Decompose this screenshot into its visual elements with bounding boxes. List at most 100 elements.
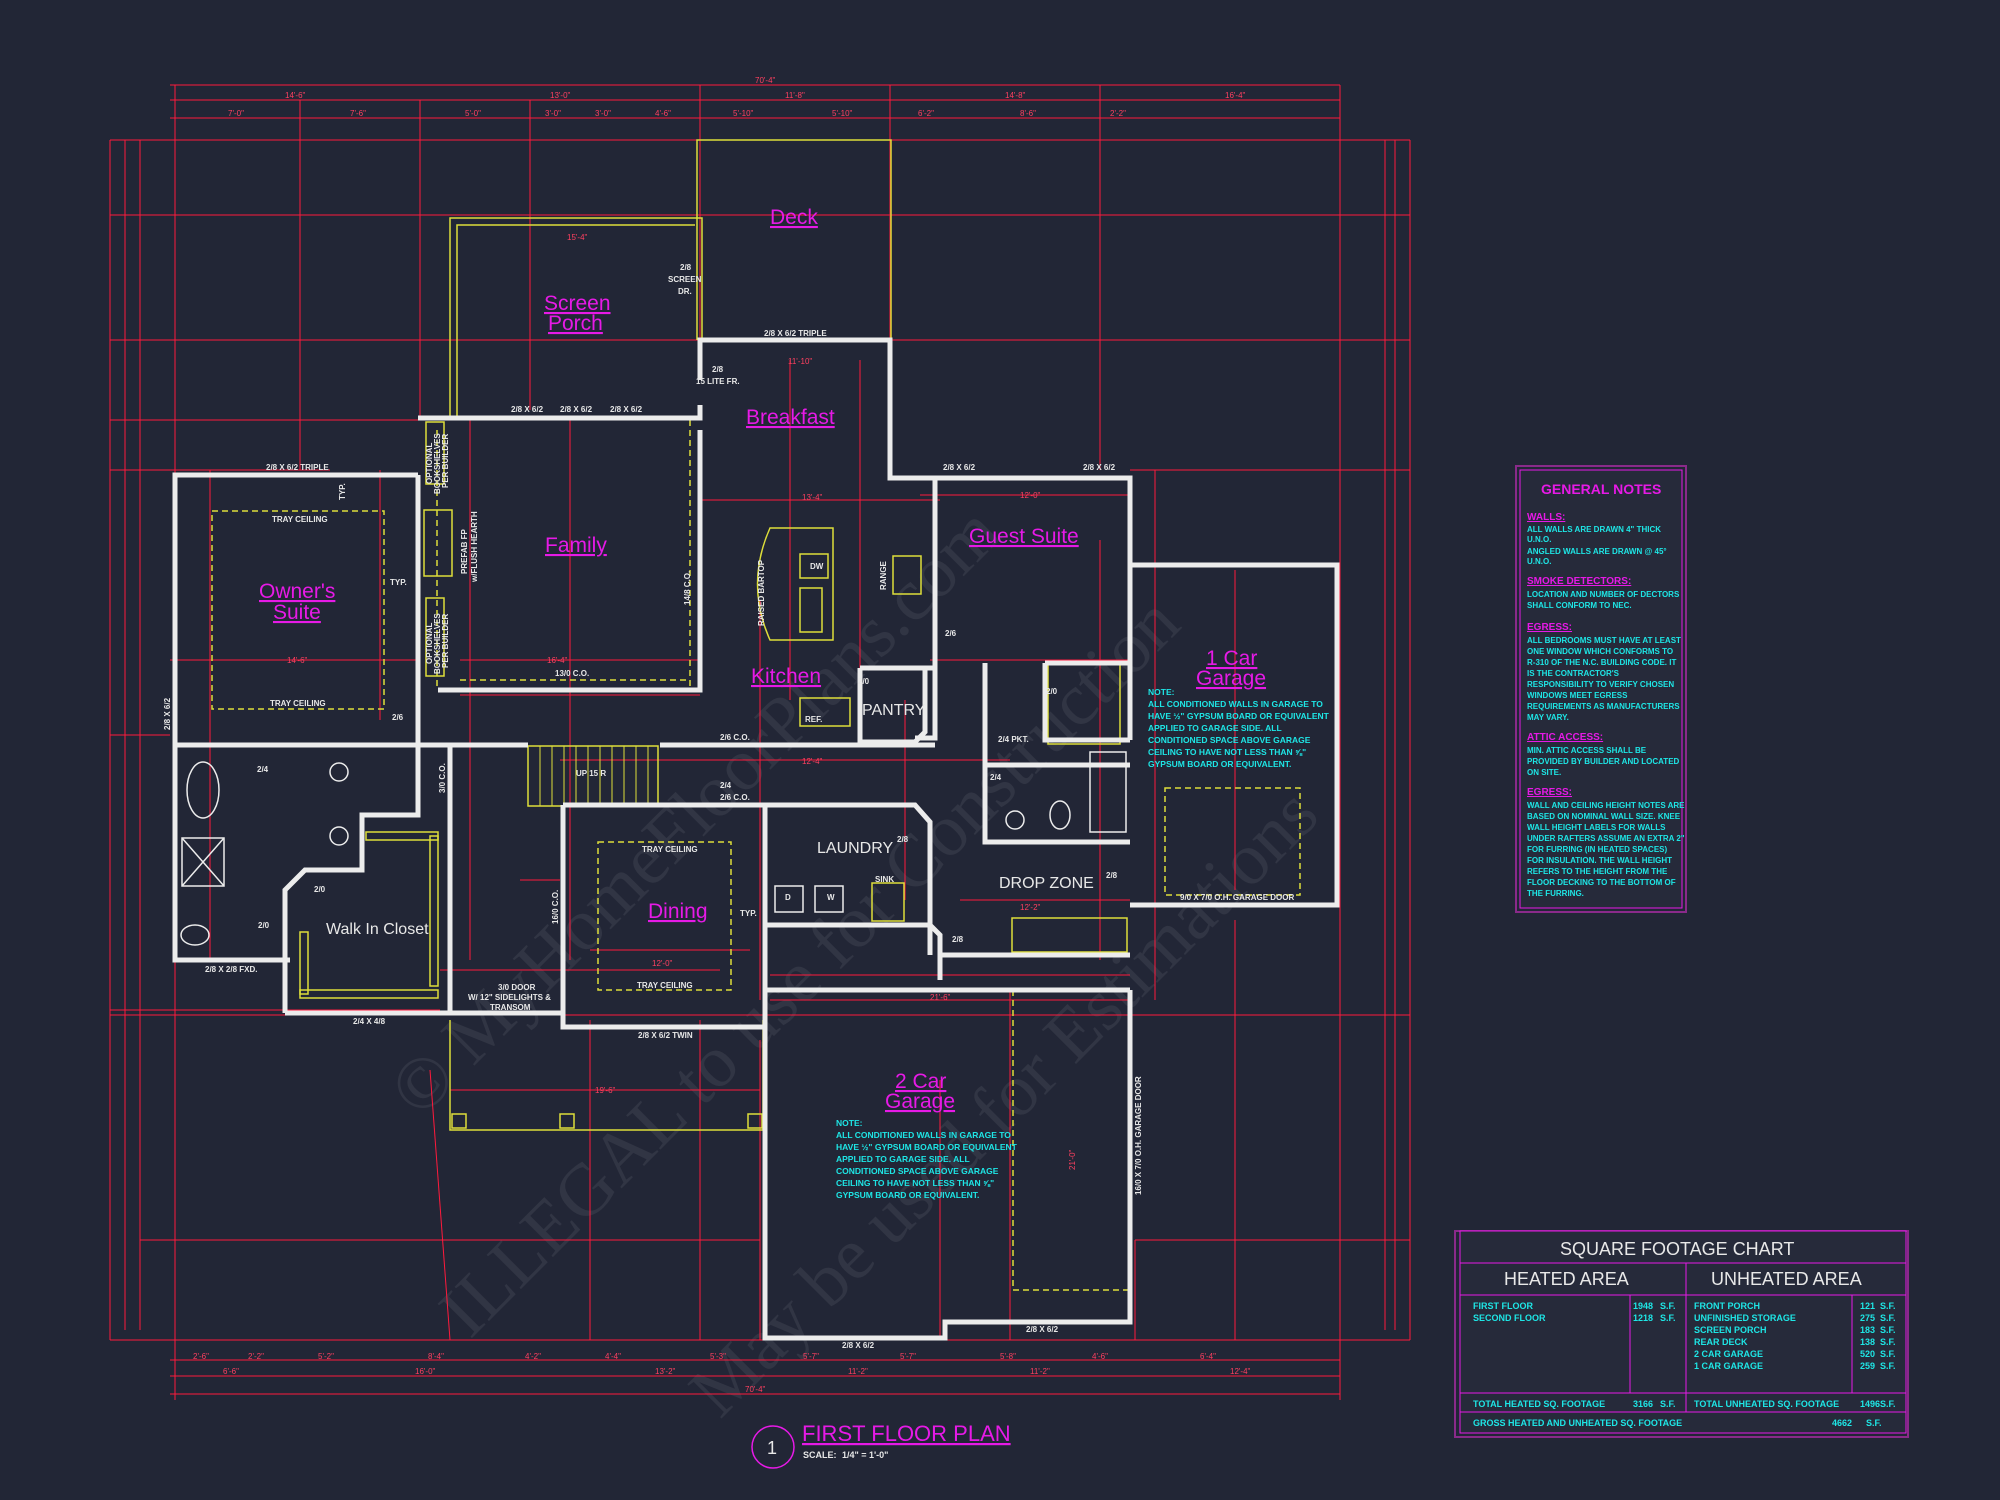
closet-window: 2/4 X 4/8	[353, 1017, 386, 1026]
front-door-2: W/ 12" SIDELIGHTS &	[468, 993, 551, 1002]
unheated-row-2-label: UNFINISHED STORAGE	[1694, 1313, 1796, 1323]
guest-tub	[1089, 751, 1127, 833]
ref-label: REF.	[805, 715, 822, 724]
room-labels: Deck Screen Porch Breakfast Family Owner…	[259, 206, 1266, 1113]
dim-family: 16'-4"	[547, 656, 568, 665]
co-148: 14/8 C.O.	[683, 571, 692, 605]
dim-owners: 14'-6"	[287, 656, 308, 665]
unheated-row-1-label: FRONT PORCH	[1694, 1301, 1760, 1311]
garage2-door-label: 16/0 X 7/0 O.H. GARAGE DOOR	[1134, 1076, 1143, 1195]
bookshelves-lower	[425, 597, 445, 677]
drawing-number-circle	[751, 1425, 795, 1469]
room-label-garage2-2: Garage	[885, 1090, 955, 1113]
bottom-dim-2-1: 2'-6"	[193, 1352, 209, 1361]
tray-ceiling-dining-top: TRAY CEILING	[642, 845, 698, 854]
family-window-1: 2/8 X 6/2	[511, 405, 544, 414]
total-heated-label: TOTAL HEATED SQ. FOOTAGE	[1473, 1399, 1605, 1409]
bottom-dim-2-2: 2'-2"	[248, 1352, 264, 1361]
garage1-note-line-2: HAVE ½" GYPSUM BOARD OR EQUIVALENT	[1148, 711, 1330, 721]
gn-s1-line-4: U.N.O.	[1527, 557, 1551, 566]
heated-row-1-label: FIRST FLOOR	[1473, 1301, 1533, 1311]
guest-suite-walls	[932, 475, 1133, 740]
gn-section-4-head: ATTIC ACCESS:	[1527, 732, 1603, 743]
top-dim-2: 13'-0"	[550, 91, 571, 100]
gn-s2-line-1: LOCATION AND NUMBER OF DECTORS	[1527, 590, 1680, 599]
unheated-row-4-unit: S.F.	[1880, 1337, 1896, 1347]
gn-s5-line-8: FLOOR DECKING TO THE BOTTOM OF	[1527, 878, 1676, 887]
garage1-note: NOTE: ALL CONDITIONED WALLS IN GARAGE TO…	[1148, 687, 1330, 769]
gn-section-1-head: WALLS:	[1527, 512, 1565, 523]
fireplace-label-2: w/FLUSH HEARTH	[470, 511, 479, 583]
door-20-pantry: 2/0	[858, 677, 870, 686]
owners-window-side: 2/8 X 6/2	[163, 697, 172, 730]
room-label-family: Family	[545, 534, 607, 557]
fireplace-label-1: PREFAB FP	[460, 528, 469, 574]
dryer-label: D	[785, 893, 791, 902]
watermark: © MyHomeFloorPlans.com ILLEGAL to use fo…	[374, 491, 1334, 1432]
bottom-dim-6: 12'-4"	[1230, 1367, 1251, 1376]
unheated-area-header: UNHEATED AREA	[1711, 1269, 1862, 1289]
dining-walls	[560, 805, 765, 1030]
room-label-pantry: PANTRY	[862, 702, 926, 719]
gross-label: GROSS HEATED AND UNHEATED SQ. FOOTAGE	[1473, 1418, 1682, 1428]
top-dim-row2-2: 7'-6"	[350, 109, 366, 118]
garage2-storage	[1012, 989, 1132, 1291]
guest-window-2: 2/8 X 6/2	[1083, 463, 1116, 472]
bookshelf-upper-3: PER BUILDER	[441, 434, 450, 488]
tray-ceiling-owners-bottom: TRAY CEILING	[270, 699, 326, 708]
unheated-row-5-value: 520	[1860, 1349, 1875, 1359]
garage1-note-line-5: CEILING TO HAVE NOT LESS THAN ⅝"	[1148, 747, 1306, 757]
bottom-dim-2-6: 4'-4"	[605, 1352, 621, 1361]
garage1-note-line-4: CONDITIONED SPACE ABOVE GARAGE	[1148, 735, 1311, 745]
heated-row-2-label: SECOND FLOOR	[1473, 1313, 1546, 1323]
closet-shelf-right	[429, 835, 439, 987]
gn-s1-line-1: ALL WALLS ARE DRAWN 4" THICK	[1527, 525, 1661, 534]
unheated-row-6-value: 259	[1860, 1361, 1875, 1371]
room-label-guest-suite: Guest Suite	[969, 525, 1079, 548]
co-26: 2/6 C.O.	[720, 793, 750, 802]
door-28-laundry: 2/8	[897, 835, 909, 844]
bookshelf-lower-3: PER BUILDER	[441, 614, 450, 668]
unheated-row-2-unit: S.F.	[1880, 1313, 1896, 1323]
gn-s4-line-1: MIN. ATTIC ACCESS SHALL BE	[1527, 746, 1647, 755]
total-heated-value: 3166	[1633, 1399, 1653, 1409]
room-label-deck: Deck	[770, 206, 818, 229]
dim-dining: 12'-0"	[652, 959, 673, 968]
room-dimensions: 15'-4" 14'-6" 16'-4" 11'-10" 13'-4" 12'-…	[287, 233, 1077, 1170]
bookshelf-lower-2: BOOKSHELVES	[433, 613, 442, 674]
garage2-note-line-1: ALL CONDITIONED WALLS IN GARAGE TO	[836, 1130, 1011, 1140]
garage2-note-line-2: HAVE ½" GYPSUM BOARD OR EQUIVALENT	[836, 1142, 1018, 1152]
front-door-1: 3/0 DOOR	[498, 983, 536, 992]
garage-window-1: 2/8 X 6/2	[842, 1341, 875, 1350]
top-dim-row2-8: 5'-10"	[832, 109, 853, 118]
typ-dining: TYP.	[740, 909, 757, 918]
room-label-screen-porch-2: Porch	[548, 312, 603, 335]
garage2-note-line-4: CONDITIONED SPACE ABOVE GARAGE	[836, 1166, 999, 1176]
general-notes-title: GENERAL NOTES	[1541, 481, 1661, 497]
gn-s5-line-5: FOR FURRING (IN HEATED SPACES)	[1527, 845, 1667, 854]
general-notes-panel: GENERAL NOTES WALLS: ALL WALLS ARE DRAWN…	[1515, 465, 1687, 913]
scale-value: 1/4" = 1'-0"	[842, 1450, 888, 1460]
room-label-drop-zone: DROP ZONE	[999, 875, 1094, 892]
top-dim-row2-9: 6'-2"	[918, 109, 934, 118]
bookshelves-upper	[425, 421, 445, 485]
bottom-dim-3: 13'-2"	[655, 1367, 676, 1376]
sq-chart-title: SQUARE FOOTAGE CHART	[1560, 1239, 1794, 1259]
garage2-note-line-5: CEILING TO HAVE NOT LESS THAN ⅝"	[836, 1178, 994, 1188]
unheated-row-3-value: 183	[1860, 1325, 1875, 1335]
drawing-number: 1	[767, 1438, 777, 1458]
top-dim-row2-6: 4'-6"	[655, 109, 671, 118]
washer-label: W	[827, 893, 835, 902]
gn-s5-line-6: FOR INSULATION. THE WALL HEIGHT	[1527, 856, 1672, 865]
column-2	[559, 1113, 575, 1129]
gn-s3-line-7: REQUIREMENTS AS MANUFACTURERS	[1527, 702, 1680, 711]
room-label-dining: Dining	[648, 900, 708, 923]
gn-s3-line-8: MAY VARY.	[1527, 713, 1569, 722]
gn-s3-line-5: RESPONSIBILITY TO VERIFY CHOSEN	[1527, 680, 1674, 689]
room-label-breakfast: Breakfast	[746, 406, 835, 429]
door-24-bath: 2/4	[257, 765, 269, 774]
room-label-garage1-2: Garage	[1196, 667, 1266, 690]
bottom-dim-1: 6'-6"	[223, 1367, 239, 1376]
gross-value: 4662	[1832, 1418, 1852, 1428]
family-window-2: 2/8 X 6/2	[560, 405, 593, 414]
